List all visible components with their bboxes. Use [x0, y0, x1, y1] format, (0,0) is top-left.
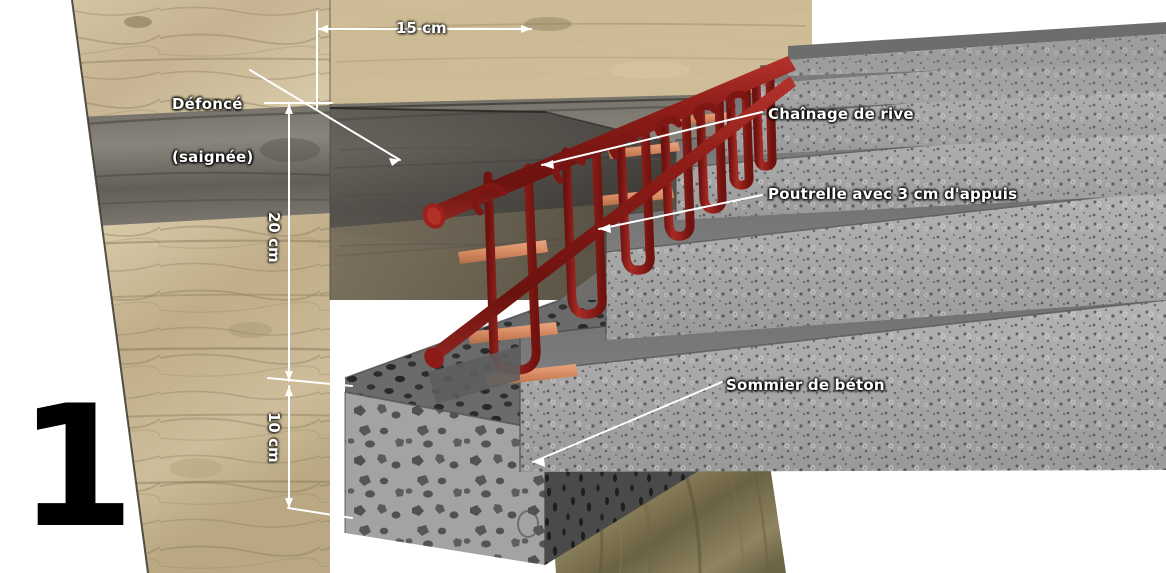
dimension-junction	[267, 377, 353, 387]
leader-defonce	[249, 69, 401, 166]
dimension-20cm-line	[264, 102, 333, 382]
leader-poutrelle	[598, 194, 763, 233]
dimension-10cm-line	[285, 385, 353, 519]
step-number: 1	[18, 369, 135, 565]
leader-sommier	[532, 381, 723, 467]
annotation-lines	[249, 11, 763, 519]
stirrup-hoops	[470, 90, 749, 216]
rebar-cage	[422, 56, 796, 386]
leader-chainage	[541, 111, 763, 169]
poutrelles-group	[519, 22, 1166, 472]
poutrelle-6	[788, 22, 1166, 76]
dimension-15cm-line	[316, 11, 532, 109]
rebar-longitudinal-lower	[424, 76, 796, 369]
lower-platform	[428, 346, 520, 404]
